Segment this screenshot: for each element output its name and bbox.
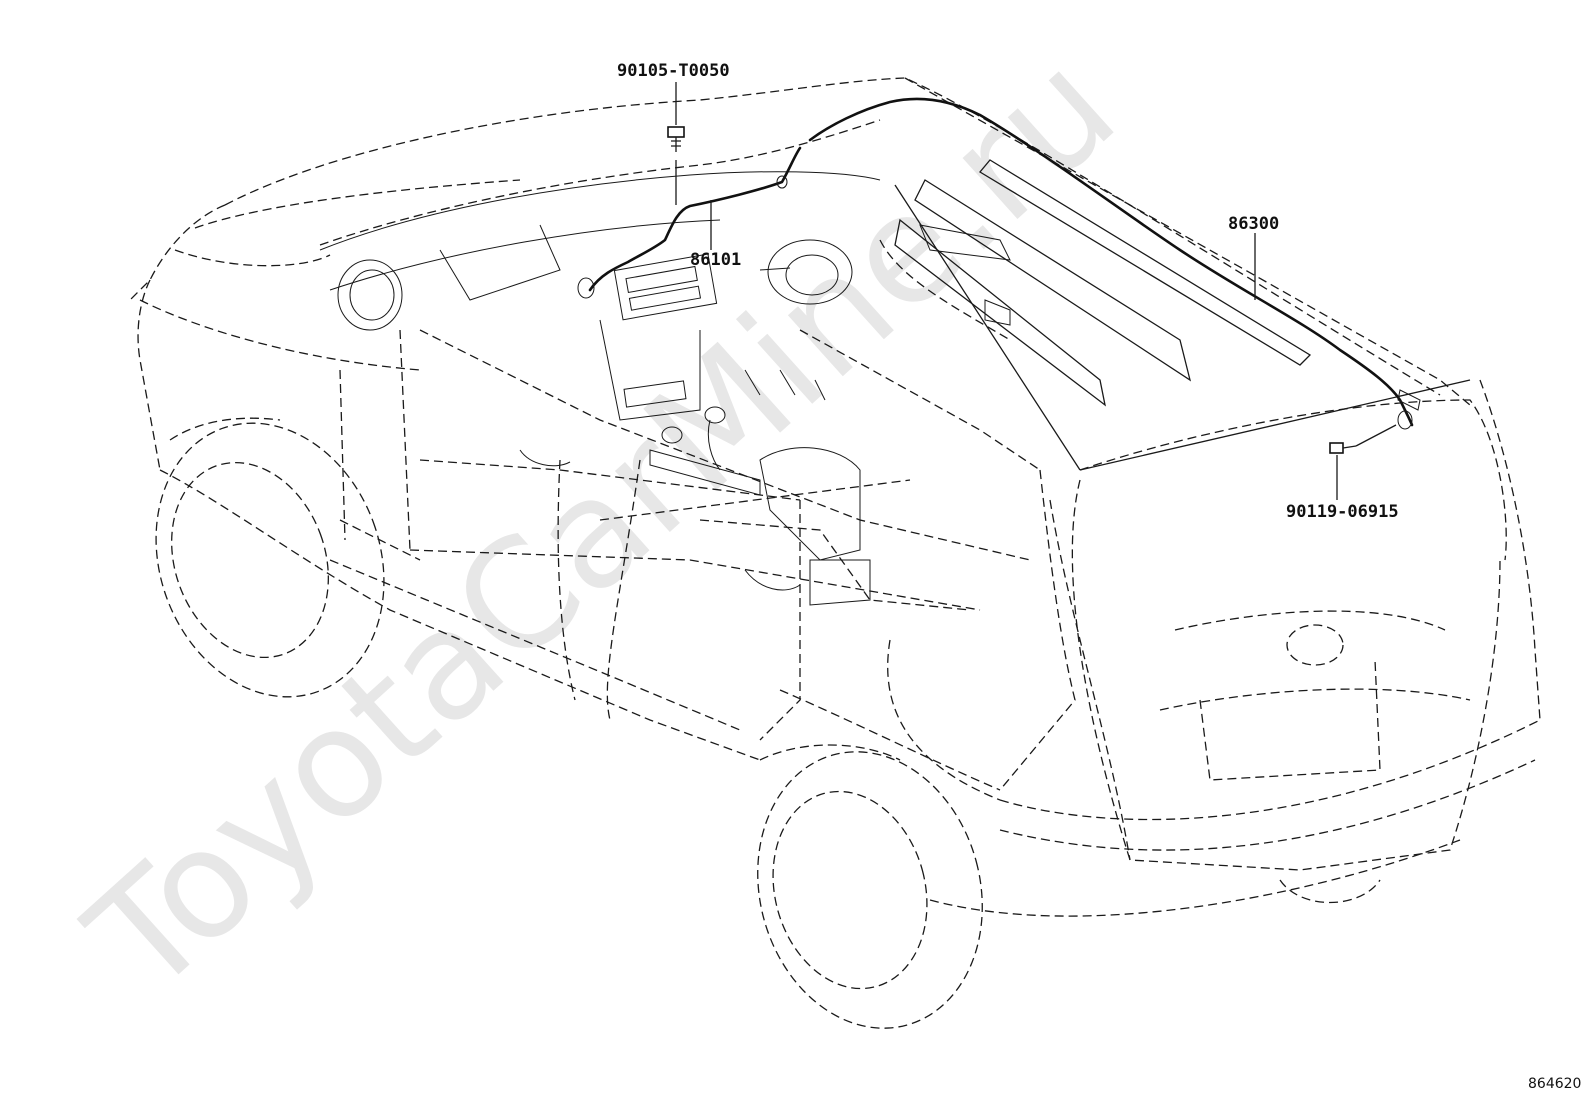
- antenna-harness: [577, 97, 1421, 430]
- bolt-front-icon: [667, 126, 685, 152]
- watermark-text: ToyotaCarMine.ru: [57, 21, 1148, 1028]
- roof-antenna-cord: [808, 97, 1414, 427]
- bolt-rear-icon: [1329, 442, 1357, 454]
- vehicle-outline: [129, 77, 1541, 917]
- diagram-reference-number: 864620: [1528, 1076, 1581, 1092]
- callout-90105-T0050: 90105-T0050: [617, 61, 730, 81]
- callout-86101: 86101: [690, 250, 741, 270]
- roof-panel: [894, 159, 1471, 471]
- leader-lines: [675, 82, 1397, 500]
- front-antenna-cord: [588, 146, 802, 292]
- callout-90119-06915: 90119-06915: [1286, 502, 1399, 522]
- front-wheel: [155, 417, 385, 698]
- callout-86300: 86300: [1228, 214, 1279, 234]
- rear-wheel: [757, 744, 983, 1029]
